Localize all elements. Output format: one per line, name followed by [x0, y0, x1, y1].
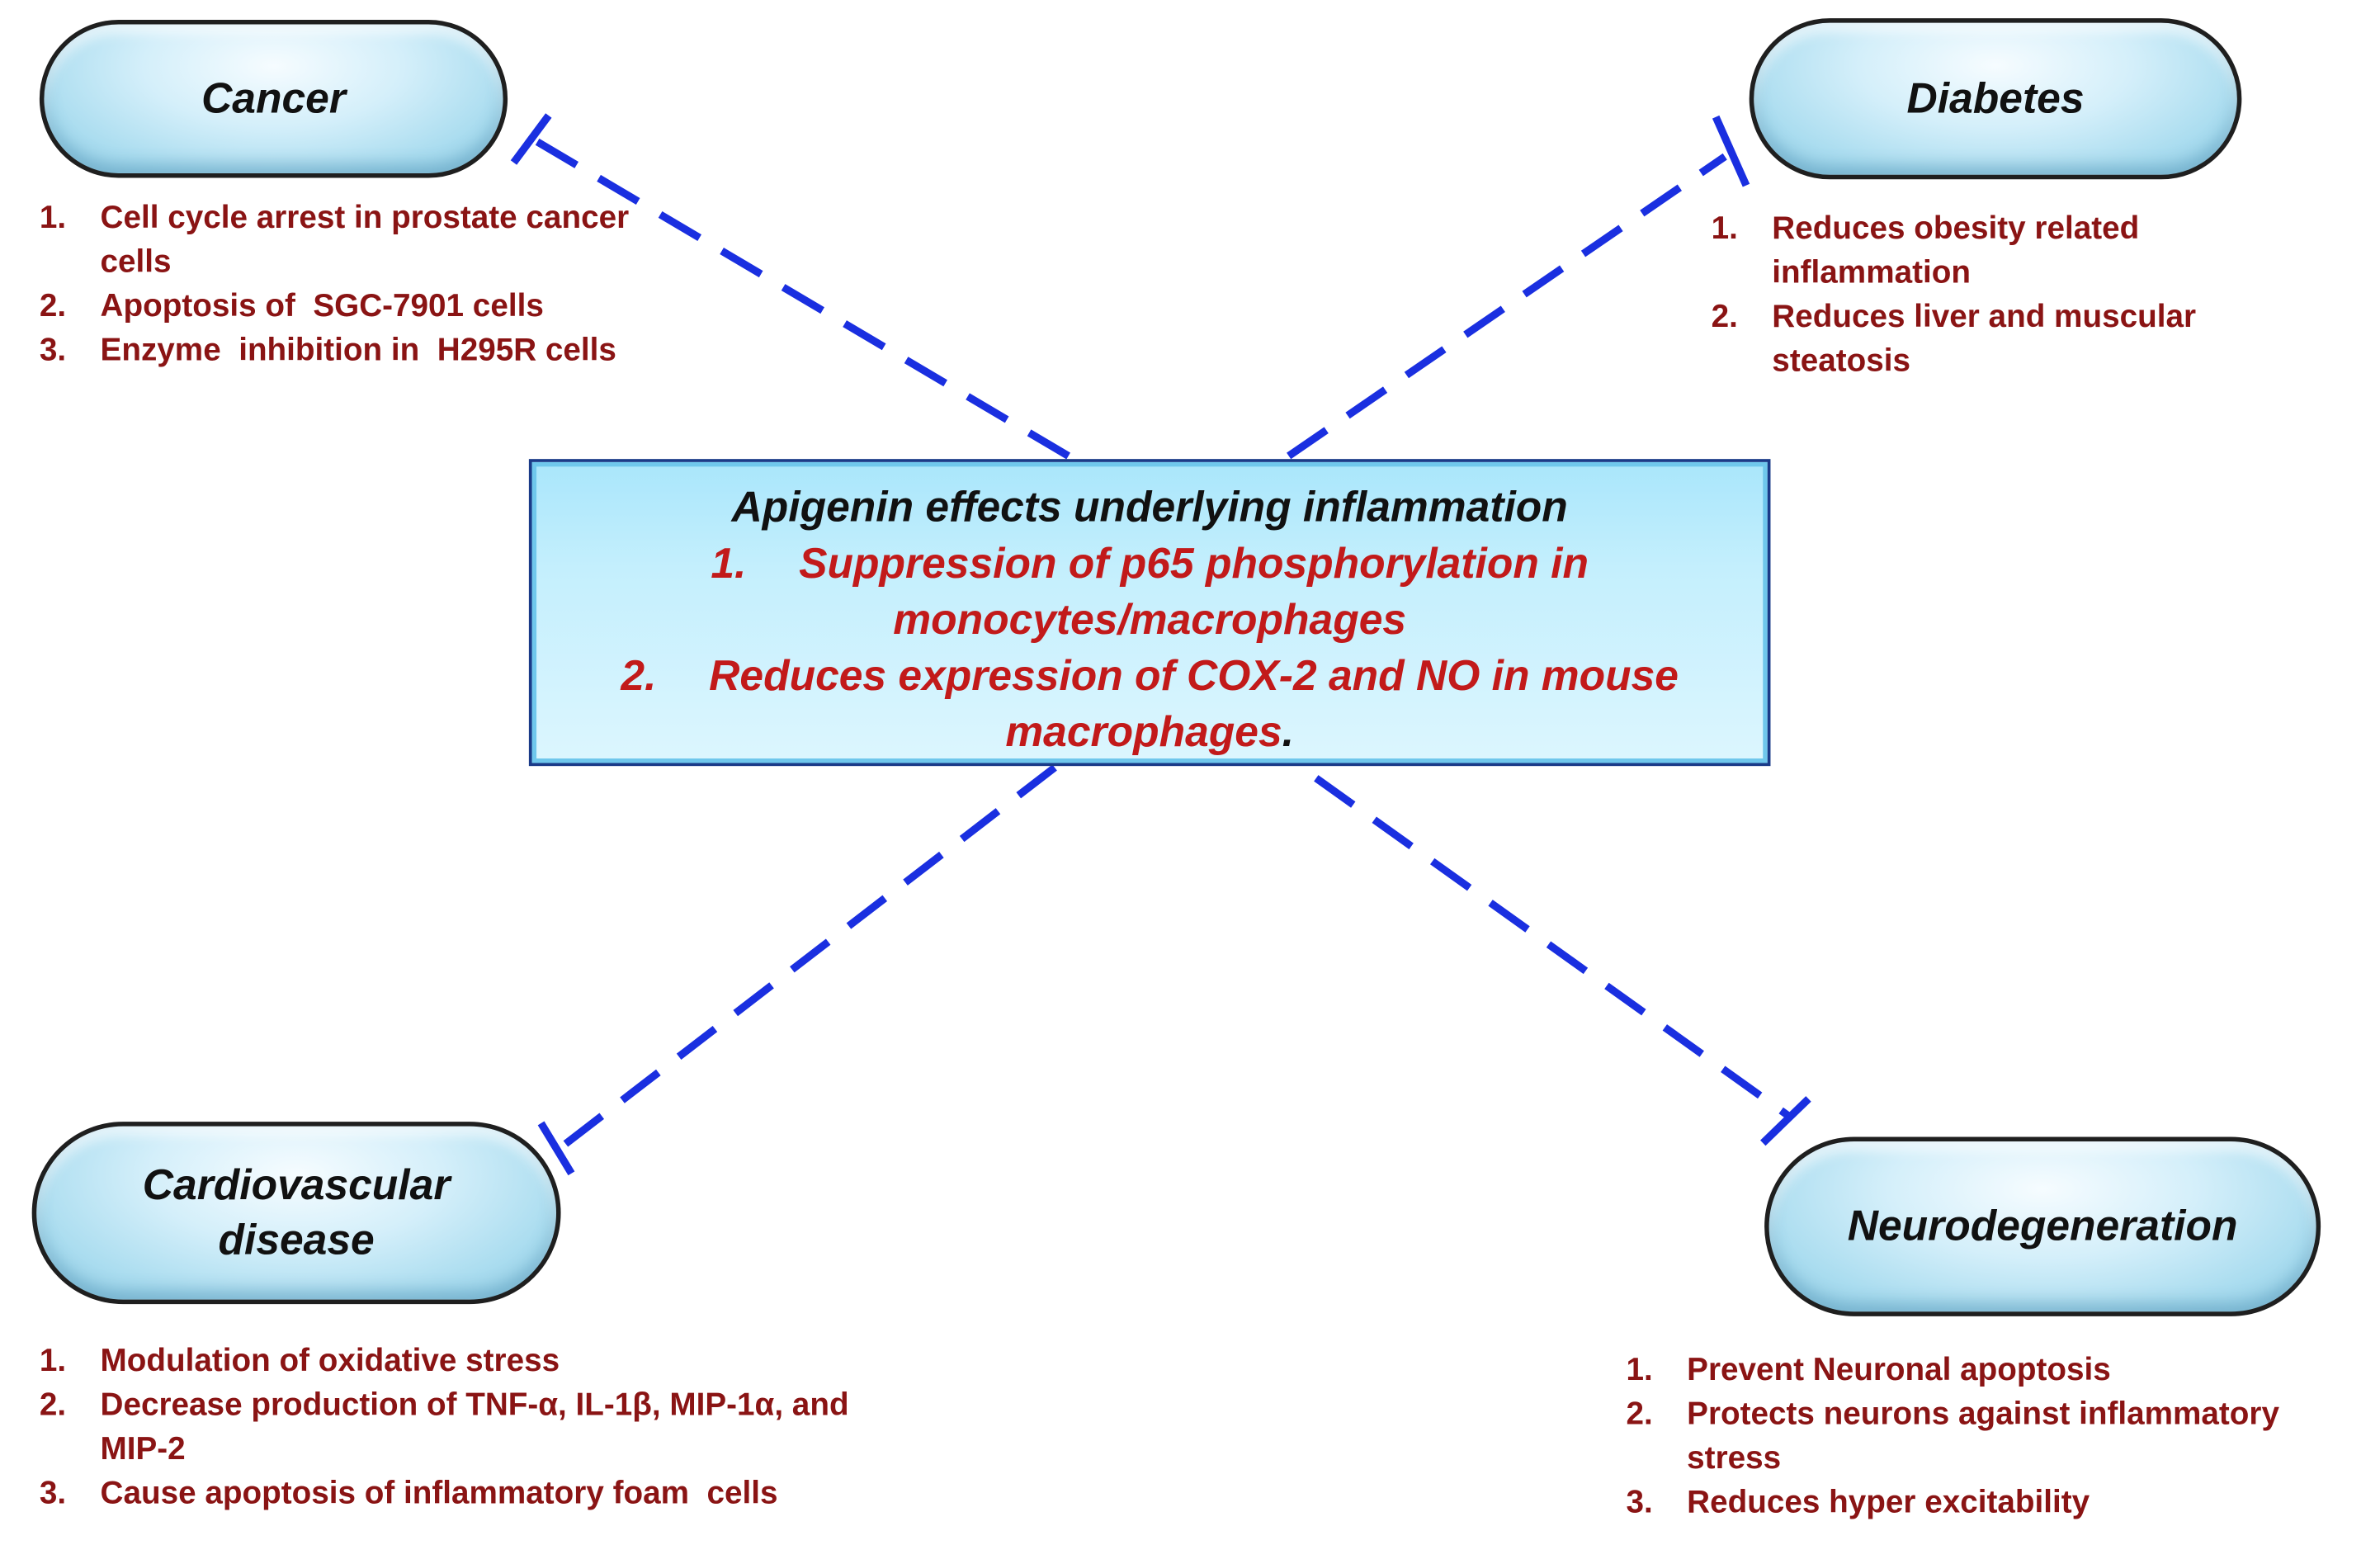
list-item: 3.Cause apoptosis of inflammatory foam c… — [39, 1476, 778, 1511]
center-item-continuation: macrophages. — [1005, 708, 1294, 756]
inhibition-arrow-diabetes — [1287, 115, 1750, 460]
cardiovascular-effects-list: 1.Modulation of oxidative stress 2.Decre… — [40, 1339, 906, 1515]
diabetes-node: Diabetes — [1749, 18, 2242, 180]
list-item: 1.Reduces obesity related inflammation — [1711, 210, 2140, 291]
neurodegeneration-effects-list: 1.Prevent Neuronal apoptosis 2.Protects … — [1627, 1348, 2374, 1524]
list-item: 1.Cell cycle arrest in prostate cancer c… — [39, 201, 630, 280]
neurodegeneration-title: Neurodegeneration — [1847, 1202, 2238, 1250]
neurodegeneration-node: Neurodegeneration — [1764, 1136, 2321, 1316]
apigenin-effects-box: Apigenin effects underlying inflammation… — [528, 459, 1771, 767]
list-item: 2.Protects neurons against inflammatory … — [1626, 1396, 2279, 1476]
cancer-effects-list: 1.Cell cycle arrest in prostate cancer c… — [40, 196, 678, 373]
center-item: 1.Suppression of p65 phosphorylation in — [711, 539, 1589, 587]
cancer-node: Cancer — [39, 19, 508, 178]
list-item: 1.Prevent Neuronal apoptosis — [1626, 1353, 2111, 1388]
cardiovascular-title-line1: Cardiovascular — [142, 1160, 451, 1209]
diabetes-effects-list: 1.Reduces obesity related inflammation 2… — [1712, 206, 2289, 383]
list-item: 3.Reduces hyper excitability — [1626, 1485, 2090, 1520]
cardiovascular-title-line2: disease — [218, 1216, 375, 1264]
inhibition-arrow-cardiovascular — [537, 764, 1057, 1176]
list-item: 1.Modulation of oxidative stress — [39, 1343, 560, 1379]
list-item: 2.Decrease production of TNF-α, IL-1β, M… — [39, 1387, 849, 1467]
inhibition-arrow-cancer — [510, 113, 1070, 460]
list-item: 3.Enzyme inhibition in H295R cells — [39, 333, 616, 368]
center-title: Apigenin effects underlying inflammation — [731, 483, 1568, 531]
center-item-continuation: monocytes/macrophages — [893, 595, 1407, 643]
inhibition-arrow-neurodegeneration — [1314, 775, 1811, 1146]
cardiovascular-node: Cardiovascular disease — [31, 1122, 561, 1305]
list-item: 2.Apoptosis of SGC-7901 cells — [39, 288, 544, 324]
list-item: 2.Reduces liver and muscular steatosis — [1711, 299, 2197, 379]
diabetes-title: Diabetes — [1906, 74, 2085, 122]
cancer-title: Cancer — [201, 74, 346, 122]
center-item: 2.Reduces expression of COX-2 and NO in … — [621, 652, 1679, 700]
